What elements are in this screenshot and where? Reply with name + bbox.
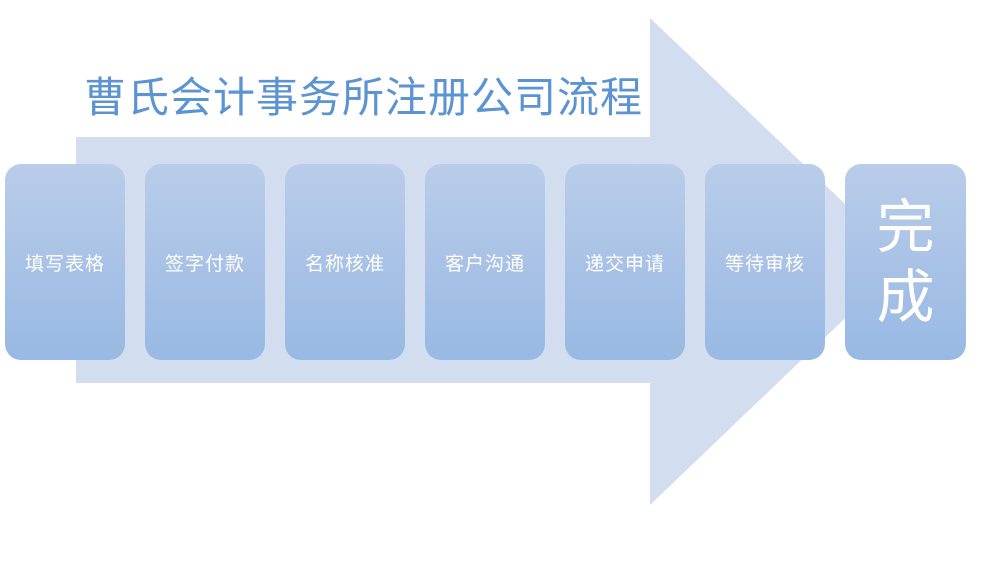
- step-box-client-communication: 客户沟通: [425, 164, 545, 360]
- step-box-fill-form: 填写表格: [5, 164, 125, 360]
- final-label-line1: 完: [876, 193, 935, 261]
- step-label: 填写表格: [24, 252, 105, 275]
- step-label: 等待审核: [724, 252, 805, 275]
- step-box-complete: 完 成: [845, 164, 966, 360]
- step-box-submit-application: 递交申请: [565, 164, 685, 360]
- step-label: 客户沟通: [444, 252, 525, 275]
- step-label: 签字付款: [164, 252, 245, 275]
- step-box-await-review: 等待审核: [705, 164, 825, 360]
- diagram-title: 曹氏会计事务所注册公司流程: [84, 73, 644, 122]
- step-box-name-approval: 名称核准: [285, 164, 405, 360]
- step-label: 名称核准: [304, 252, 385, 275]
- step-box-sign-pay: 签字付款: [145, 164, 265, 360]
- final-label-line2: 成: [876, 263, 935, 331]
- step-label: 递交申请: [584, 252, 665, 275]
